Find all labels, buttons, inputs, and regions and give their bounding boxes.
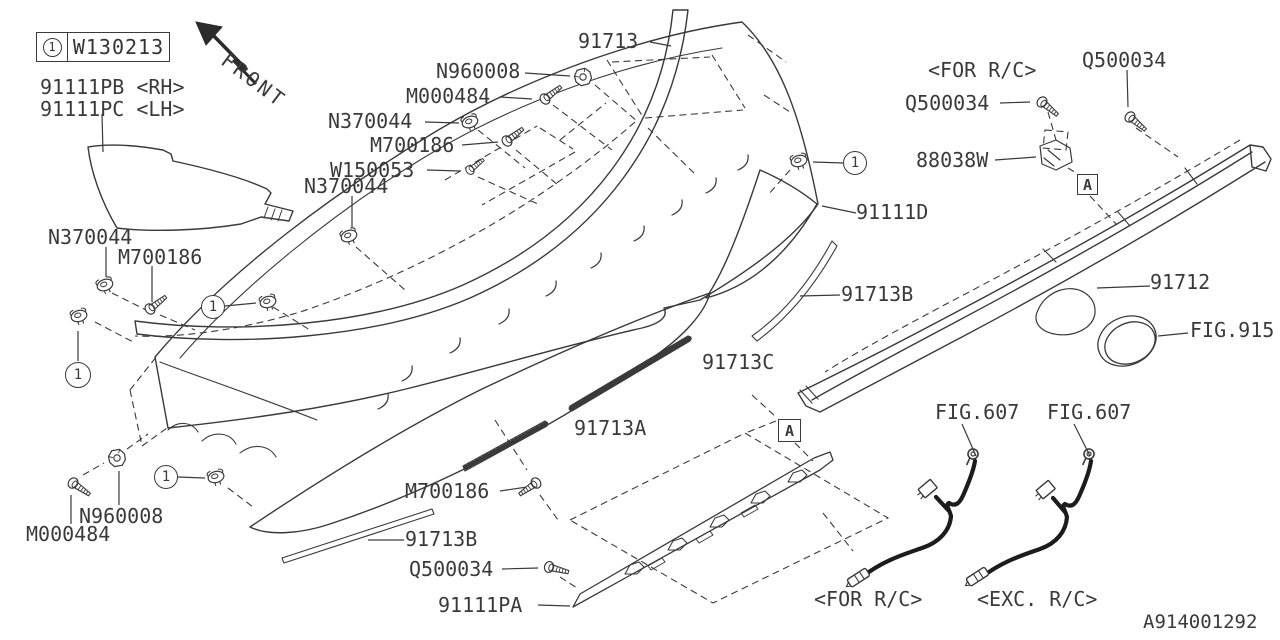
bumper-face-inner-contour [159, 47, 723, 421]
part-label-n370044-2: N370044 [304, 174, 389, 198]
part-label-91111pa: 91111PA [438, 593, 523, 617]
part-label-88038w: 88038W [916, 148, 989, 172]
callout-number: 1 [161, 469, 171, 485]
screw-icon [463, 155, 487, 177]
part-label-n960008-bottom: N960008 [79, 504, 164, 528]
part-label-91713c: 91713C [702, 350, 775, 374]
part-label-91111pc: 91111PC <LH> [40, 97, 185, 121]
harness-exc-rc-cable [979, 458, 1094, 580]
callout-number: 1 [850, 155, 860, 171]
part-outline-91712-garnish [797, 144, 1272, 413]
figure-ref-607-right: FIG.607 [1047, 400, 1132, 424]
part-outline-91713b-strip-bottom [281, 508, 435, 564]
reference-box: 1 W130213 [36, 32, 170, 62]
variant-label-for-rc: <FOR R/C> [928, 58, 1037, 82]
clip-icon [257, 292, 279, 313]
part-label-n370044: N370044 [328, 109, 413, 133]
figure-ref-607-left: FIG.607 [935, 400, 1020, 424]
part-label-m700186-bottom: M700186 [405, 479, 490, 503]
screw-icon [542, 559, 571, 579]
bumper-left-corner-scallops [167, 422, 277, 458]
garnish-tick-marks [799, 167, 1198, 404]
screw-icon [537, 81, 565, 107]
nut-icon [107, 448, 127, 468]
part-label-91111pb: 91111PB <RH> [40, 75, 185, 99]
clip-icon [205, 467, 227, 488]
callout-number: 1 [48, 40, 56, 54]
callout-1-badge: 1 [154, 465, 178, 489]
garnish-boss [1035, 288, 1096, 336]
harness-group [842, 447, 1097, 591]
screw-icon [1034, 94, 1062, 120]
leader-lines [70, 41, 1189, 607]
fasteners [65, 66, 1150, 579]
part-outline-91713b-strip-right [751, 240, 838, 342]
harness-ring-terminal-icon [962, 447, 981, 466]
part-outline-91713c-strip [568, 335, 692, 412]
part-label-m700186-left: M700186 [118, 245, 203, 269]
part-label-m000484: M000484 [406, 84, 491, 108]
bumper-clip-slot-marks [377, 154, 749, 410]
section-marker-a: A [778, 419, 801, 442]
callout-1-badge: 1 [65, 362, 91, 388]
hatch-91111pb-tab [263, 206, 283, 222]
part-outline-91713-upper-strip [134, 9, 689, 341]
section-letter: A [784, 421, 795, 440]
part-label-91713b-right: 91713B [841, 282, 914, 306]
callout-1-badge: 1 [843, 151, 867, 175]
part-label-91713a: 91713A [574, 416, 647, 440]
callout-number: 1 [208, 299, 218, 315]
drawing-number: A914001292 [1143, 611, 1258, 633]
screw-icon [65, 475, 94, 500]
reference-callout-cell: 1 [37, 33, 68, 61]
part-label-m700186: M700186 [370, 133, 455, 157]
part-label-q500034-2: Q500034 [905, 91, 990, 115]
reference-part-code: W130213 [72, 35, 165, 59]
variant-label-exc-rc: <EXC. R/C> [977, 587, 1098, 611]
part-label-91713b-bottom: 91713B [405, 527, 478, 551]
variant-label-for-rc-bottom: <FOR R/C> [814, 587, 923, 611]
part-label-w150053: W150053 [330, 158, 415, 182]
clip-icon [338, 226, 361, 248]
construction-dashed-lines [82, 34, 1241, 604]
part-label-91111d: 91111D [856, 200, 929, 224]
figure-ref-915: FIG.915 [1190, 318, 1275, 342]
part-outline-91111pa-bracket [572, 451, 834, 608]
part-outline-bumper-face [154, 21, 819, 429]
callout-number: 1 [73, 367, 83, 383]
part-label-n960008: N960008 [436, 59, 521, 83]
screw-icon [499, 123, 527, 149]
part-label-m000484-bottom: M000484 [26, 522, 111, 546]
section-marker-a: A [1077, 174, 1098, 195]
callout-1-badge: 1 [201, 295, 225, 319]
callout-1-badge: 1 [42, 37, 62, 57]
screw-icon [1122, 109, 1150, 135]
part-label-91713: 91713 [578, 29, 639, 53]
part-outline-88038w-bracket [1039, 139, 1073, 171]
clip-icon [788, 151, 810, 172]
part-label-q500034-bottom: Q500034 [409, 557, 494, 581]
fig915-emblem-oval [1097, 315, 1157, 367]
screw-icon [142, 291, 170, 317]
part-outline-91111pb-corner-garnish [87, 144, 294, 232]
harness-for-rc-cable [859, 458, 978, 580]
part-label-n370044-left: N370044 [48, 225, 133, 249]
part-label-q500034: Q500034 [1082, 48, 1167, 72]
harness-bullet-connector-icon [961, 566, 990, 590]
part-outline-bumper-lower-blade [249, 292, 711, 534]
nut-icon [572, 66, 594, 88]
section-letter: A [1082, 175, 1093, 194]
front-arrow-icon [195, 21, 258, 86]
construction-lines [82, 34, 1241, 604]
part-outline-91111d-moulding [705, 169, 818, 299]
part-outline-91713a-strip [461, 420, 549, 472]
clip-icon [68, 306, 90, 327]
part-label-91712: 91712 [1150, 270, 1211, 294]
